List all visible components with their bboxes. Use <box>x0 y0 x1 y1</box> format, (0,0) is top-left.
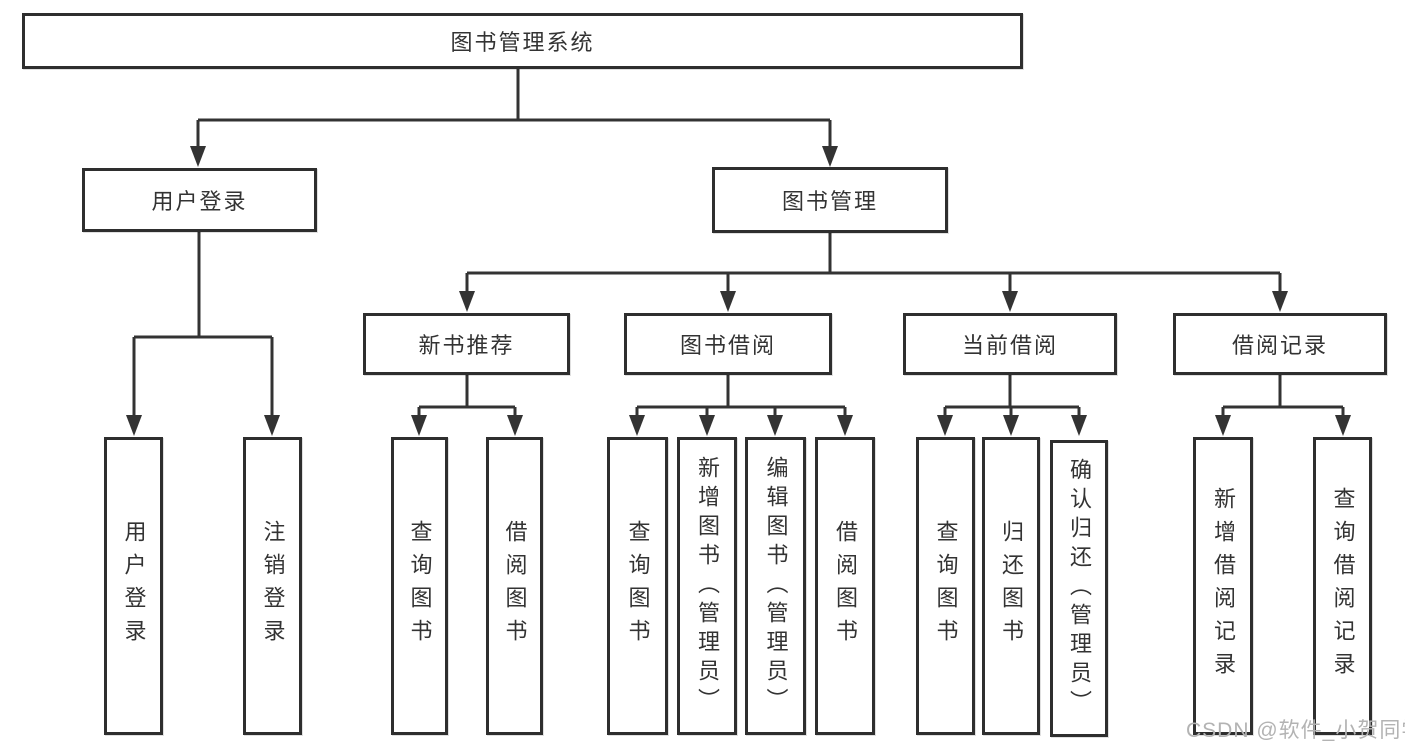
box-borrow-records-label: 借阅记录 <box>1231 333 1328 358</box>
arrow-down-icon <box>190 146 206 167</box>
arrow-down-icon <box>720 291 736 312</box>
box-user-login: 用户登录 <box>82 168 317 232</box>
leaf-edit-books-admin: 编辑图书（管理员） <box>745 437 806 735</box>
leaf-add-books-admin: 新增图书（管理员） <box>677 437 737 735</box>
leaf-borrow-books-recommend: 借阅图书 <box>486 437 543 735</box>
csdn-watermark: CSDN @软件_小贺同学 <box>1186 719 1405 742</box>
leaf-borrow-books-label: 借阅图书 <box>833 520 858 652</box>
leaf-query-books-recommend: 查询图书 <box>391 437 448 735</box>
arrow-down-icon <box>1215 415 1231 436</box>
leaf-edit-books-admin-label: 编辑图书（管理员） <box>763 455 789 717</box>
leaf-query-books-borrow-label: 查询图书 <box>625 520 651 652</box>
box-new-book-recommend: 新书推荐 <box>363 313 570 375</box>
arrow-down-icon <box>459 291 475 312</box>
leaf-logout: 注销登录 <box>243 437 302 735</box>
box-current-borrow-label: 当前借阅 <box>961 333 1058 358</box>
box-library-management-system-label: 图书管理系统 <box>450 30 595 55</box>
connector-new-book-recommend-branch <box>411 375 523 436</box>
leaf-add-books-admin-label: 新增图书（管理员） <box>695 455 720 717</box>
arrow-down-icon <box>767 415 783 436</box>
arrow-down-icon <box>837 415 853 436</box>
leaf-return-books: 归还图书 <box>982 437 1040 735</box>
arrow-down-icon <box>937 415 953 436</box>
leaf-logout-label: 注销登录 <box>260 520 286 652</box>
connector-book-borrow-branch <box>629 375 853 436</box>
arrow-down-icon <box>699 415 715 436</box>
box-borrow-records: 借阅记录 <box>1173 313 1387 375</box>
box-book-management: 图书管理 <box>712 167 948 233</box>
box-book-borrow-label: 图书借阅 <box>679 333 776 358</box>
arrow-down-icon <box>629 415 645 436</box>
leaf-confirm-return-admin: 确认归还（管理员） <box>1050 440 1108 737</box>
arrow-down-icon <box>126 415 142 436</box>
leaf-user-login: 用户登录 <box>104 437 163 735</box>
connector-root-branch <box>190 69 838 167</box>
box-book-management-label: 图书管理 <box>781 189 878 214</box>
box-current-borrow: 当前借阅 <box>903 313 1117 375</box>
leaf-borrow-books: 借阅图书 <box>815 437 875 735</box>
leaf-borrow-books-recommend-label: 借阅图书 <box>502 520 528 652</box>
arrow-down-icon <box>507 415 523 436</box>
connector-book-management-branch <box>459 232 1288 312</box>
leaf-query-books-recommend-label: 查询图书 <box>407 520 433 652</box>
leaf-add-borrow-record: 新增借阅记录 <box>1193 437 1253 735</box>
arrow-down-icon <box>1335 415 1351 436</box>
box-library-management-system: 图书管理系统 <box>22 13 1023 69</box>
arrow-down-icon <box>1071 415 1087 436</box>
leaf-query-books-borrow: 查询图书 <box>607 437 668 735</box>
connector-borrow-records-branch <box>1215 375 1351 436</box>
box-user-login-label: 用户登录 <box>151 189 248 214</box>
arrow-down-icon <box>411 415 427 436</box>
arrow-down-icon <box>822 146 838 167</box>
leaf-confirm-return-admin-label: 确认归还（管理员） <box>1067 458 1092 719</box>
leaf-query-books-current: 查询图书 <box>916 437 975 735</box>
leaf-add-borrow-record-label: 新增借阅记录 <box>1211 487 1236 685</box>
leaf-user-login-label: 用户登录 <box>121 520 147 652</box>
connector-current-borrow-branch <box>937 375 1087 436</box>
arrow-down-icon <box>1003 415 1019 436</box>
leaf-query-borrow-record-label: 查询借阅记录 <box>1330 487 1356 685</box>
box-book-borrow: 图书借阅 <box>624 313 832 375</box>
arrow-down-icon <box>1272 291 1288 312</box>
connector-user-login-branch <box>126 232 280 436</box>
arrow-down-icon <box>1002 291 1018 312</box>
leaf-return-books-label: 归还图书 <box>999 520 1024 652</box>
box-new-book-recommend-label: 新书推荐 <box>418 333 515 358</box>
leaf-query-books-current-label: 查询图书 <box>933 520 959 652</box>
leaf-query-borrow-record: 查询借阅记录 <box>1313 437 1372 735</box>
arrow-down-icon <box>264 415 280 436</box>
